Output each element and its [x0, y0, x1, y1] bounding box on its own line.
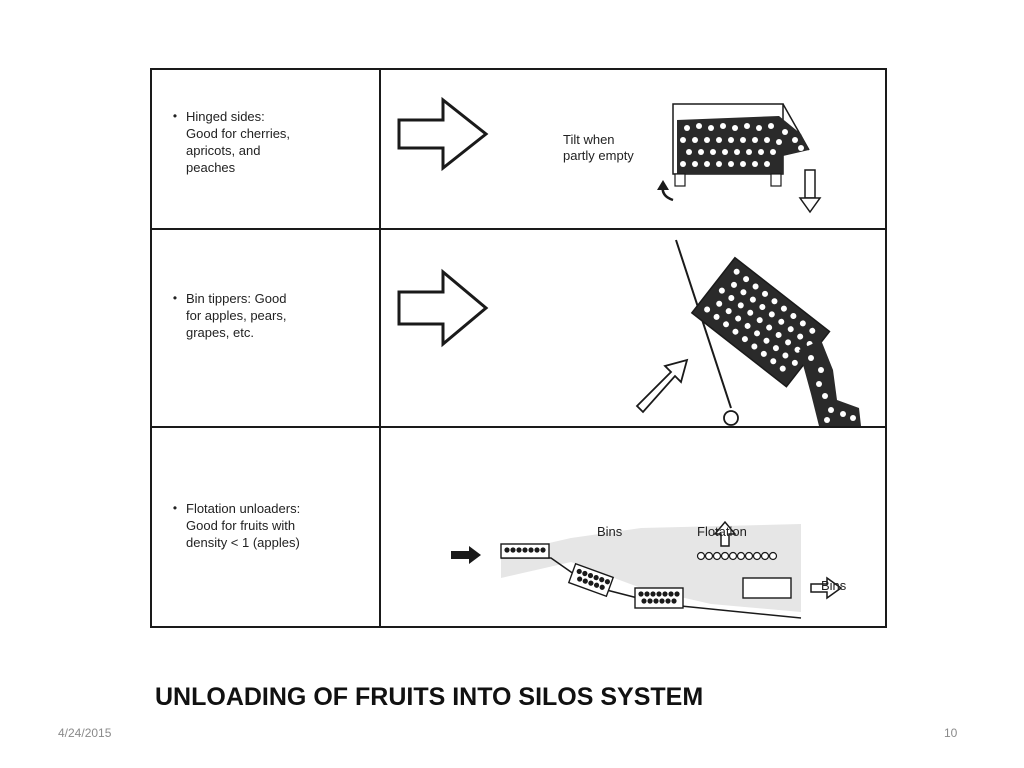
bins-in-label: Bins: [597, 524, 623, 539]
tipper-frame: [675, 239, 732, 409]
fruit-unloading-table: • Hinged sides: Good for cherries, apric…: [150, 68, 887, 628]
row-description: • Bin tippers: Good for apples, pears, g…: [164, 290, 359, 341]
column-divider: [379, 230, 381, 426]
table-row-hinged-sides: • Hinged sides: Good for cherries, apric…: [152, 70, 885, 230]
flotation-illustration: [451, 520, 843, 619]
footer-date: 4/24/2015: [58, 726, 112, 740]
bullet-icon: •: [172, 109, 178, 123]
bins-out-label: Bins: [821, 578, 847, 593]
flotation-up-arrow-icon: [713, 520, 737, 547]
row-text-hinged-sides: Hinged sides: Good for cherries, apricot…: [186, 109, 291, 175]
down-arrow-shaft: [804, 169, 816, 199]
tilt-label: Tilt when partly empty: [563, 132, 634, 163]
page-number: 10: [944, 726, 958, 740]
fruit-bin-descending: [567, 562, 615, 598]
hinged-sides-diagram: Tilt when partly empty: [381, 70, 887, 228]
pivot-wheel: [723, 410, 739, 426]
falling-fruit-dots: [808, 355, 856, 423]
fruit-bin-submerged: [634, 587, 684, 609]
slide-title: UNLOADING OF FRUITS INTO SILOS SYSTEM: [155, 683, 704, 711]
falling-fruit: [799, 340, 861, 426]
bin-tipper-diagram: [381, 230, 887, 426]
row-description: • Flotation unloaders: Good for fruits w…: [164, 500, 359, 551]
bin-leg-left: [674, 173, 686, 187]
fruit-dots: [680, 123, 804, 167]
flotation-label: Flotation: [697, 524, 747, 539]
bullet-icon: •: [172, 291, 178, 305]
tilted-bin: [690, 256, 831, 388]
row-text-bin-tippers: Bin tippers: Good for apples, pears, gra…: [186, 291, 287, 340]
table-row-flotation-unloaders: • Flotation unloaders: Good for fruits w…: [152, 428, 885, 626]
arrow-right-outline-icon: [397, 268, 489, 348]
column-divider: [379, 70, 381, 228]
bin-tipper-illustration: [397, 239, 861, 426]
floating-fruit: [696, 551, 778, 561]
hinged-sides-illustration: [397, 96, 822, 214]
down-arrow-icon: [798, 197, 822, 214]
bin-leg-right: [770, 173, 782, 187]
bullet-icon: •: [172, 501, 178, 515]
push-arrow-icon: [635, 358, 689, 414]
row-text-flotation-unloaders: Flotation unloaders: Good for fruits wit…: [186, 501, 301, 550]
row-description: • Hinged sides: Good for cherries, apric…: [164, 108, 359, 176]
bins-in-arrow-icon: [451, 546, 481, 564]
flotation-unloader-diagram: Bins Flotation Bins: [381, 428, 887, 626]
bins-out-arrow-icon: [810, 576, 843, 600]
arrow-right-outline-icon: [397, 96, 489, 172]
column-divider: [379, 428, 381, 626]
empty-bin: [742, 577, 792, 599]
table-row-bin-tippers: • Bin tippers: Good for apples, pears, g…: [152, 230, 885, 428]
